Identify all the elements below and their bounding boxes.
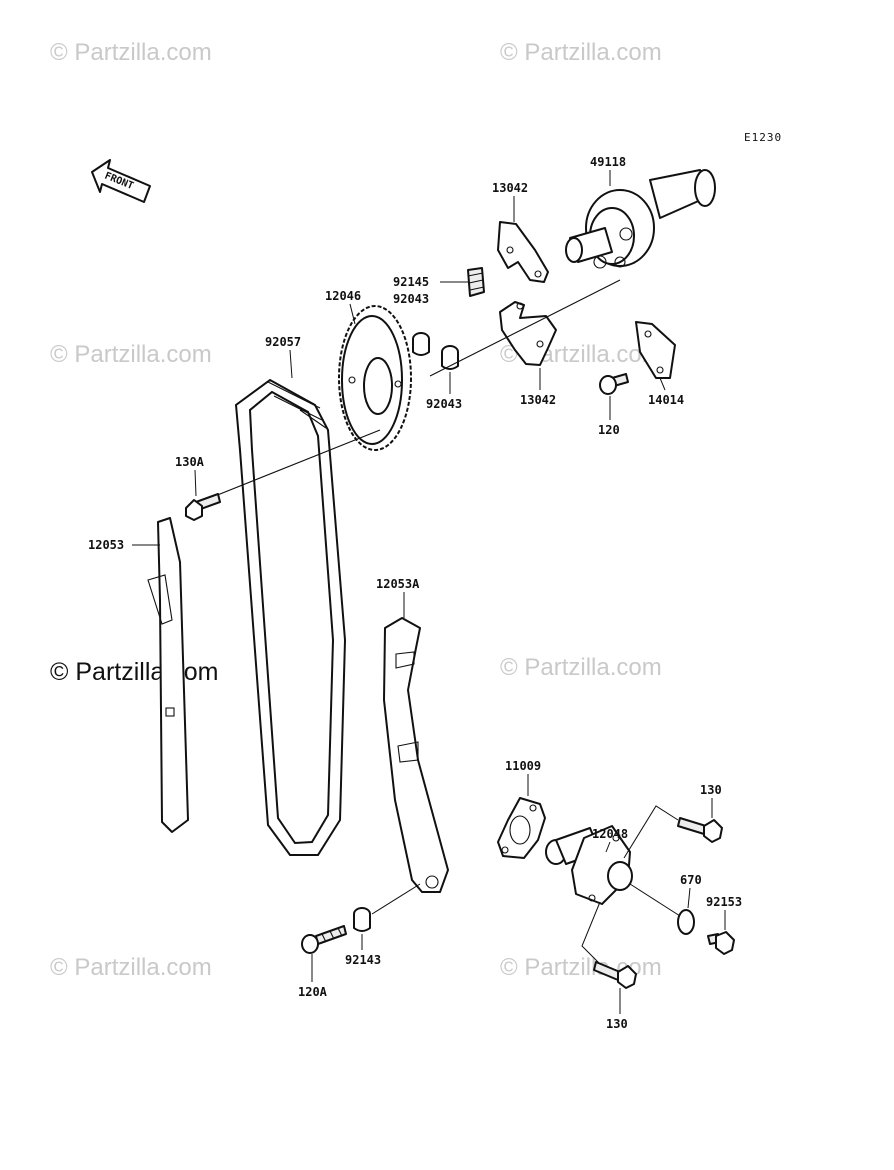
watermark-top-left: © Partzilla.com — [50, 39, 212, 66]
label-120: 120 — [598, 423, 620, 437]
label-92043-bottom: 92043 — [426, 397, 462, 411]
label-49118: 49118 — [590, 155, 626, 169]
label-670: 670 — [680, 873, 702, 887]
watermarks: © Partzilla.com © Partzilla.com © Partzi… — [50, 39, 662, 981]
watermark-bottom-right: © Partzilla.com — [500, 954, 662, 981]
label-13042-top: 13042 — [492, 181, 528, 195]
camshaft[interactable] — [565, 169, 716, 269]
label-130A: 130A — [175, 455, 205, 469]
gasket[interactable] — [497, 797, 546, 859]
label-12053: 12053 — [88, 538, 124, 552]
label-11009: 11009 — [505, 759, 541, 773]
label-92043-top: 92043 — [393, 292, 429, 306]
cam-sprocket[interactable] — [338, 305, 412, 451]
tensioner-guide[interactable] — [383, 617, 449, 893]
decompressor-weight-bottom[interactable] — [499, 301, 557, 366]
label-92153: 92153 — [706, 895, 742, 909]
pin-bottom[interactable] — [441, 345, 459, 370]
pin-top[interactable] — [412, 332, 430, 356]
bracket[interactable] — [635, 321, 676, 379]
watermark-lower-right: © Partzilla.com — [500, 654, 662, 681]
bolt-120A[interactable] — [301, 925, 347, 954]
bolt-130-bottom[interactable] — [593, 961, 637, 989]
bolt-130-top[interactable] — [677, 817, 723, 843]
watermark-mid-left: © Partzilla.com — [50, 341, 212, 368]
watermark-bottom-left: © Partzilla.com — [50, 954, 212, 981]
cam-chain-tensioner[interactable] — [545, 825, 633, 905]
label-12053A: 12053A — [376, 577, 420, 591]
decompressor-weight-top[interactable] — [497, 221, 549, 283]
chain-guide[interactable] — [147, 517, 189, 833]
watermark-top-right: © Partzilla.com — [500, 39, 662, 66]
label-92057: 92057 — [265, 335, 301, 349]
label-14014: 14014 — [648, 393, 684, 407]
diagram-code: E1230 — [744, 131, 782, 144]
label-130-bottom: 130 — [606, 1017, 628, 1031]
spring[interactable] — [467, 267, 485, 297]
label-92145: 92145 — [393, 275, 429, 289]
front-arrow-icon: FRONT — [91, 159, 151, 203]
o-ring[interactable] — [677, 909, 695, 935]
label-120A: 120A — [298, 985, 328, 999]
label-12048: 12048 — [592, 827, 628, 841]
watermark-main: © Partzilla.com — [50, 658, 218, 686]
pin-92143[interactable] — [353, 907, 371, 932]
label-92143: 92143 — [345, 953, 381, 967]
label-12046: 12046 — [325, 289, 361, 303]
label-130-top: 130 — [700, 783, 722, 797]
label-13042-bottom: 13042 — [520, 393, 556, 407]
cam-chain[interactable] — [234, 378, 347, 856]
bolt-130A[interactable] — [185, 493, 221, 521]
bolt-92153[interactable] — [707, 931, 735, 955]
bolt-120[interactable] — [599, 373, 629, 395]
